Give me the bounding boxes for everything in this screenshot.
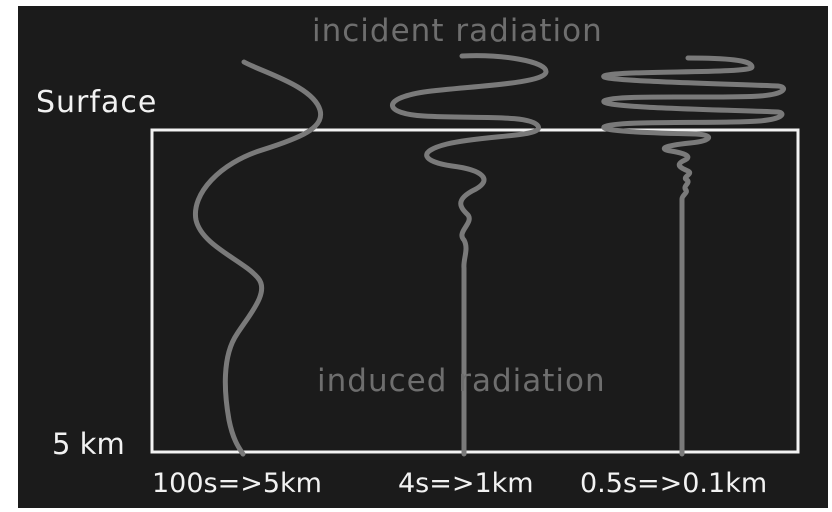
period-label-4s: 4s=>1km	[398, 468, 534, 499]
incident-radiation-label: incident radiation	[312, 13, 603, 49]
earth-box	[150, 128, 800, 454]
surface-label: Surface	[36, 85, 158, 120]
depth-label: 5 km	[52, 427, 125, 461]
wave-medium-period	[390, 53, 549, 457]
period-label-100s: 100s=>5km	[152, 468, 322, 499]
wave-long-period	[192, 59, 324, 457]
period-label-0-5s: 0.5s=>0.1km	[580, 468, 768, 499]
induced-radiation-label: induced radiation	[317, 363, 606, 399]
wave-short-period	[601, 55, 787, 457]
